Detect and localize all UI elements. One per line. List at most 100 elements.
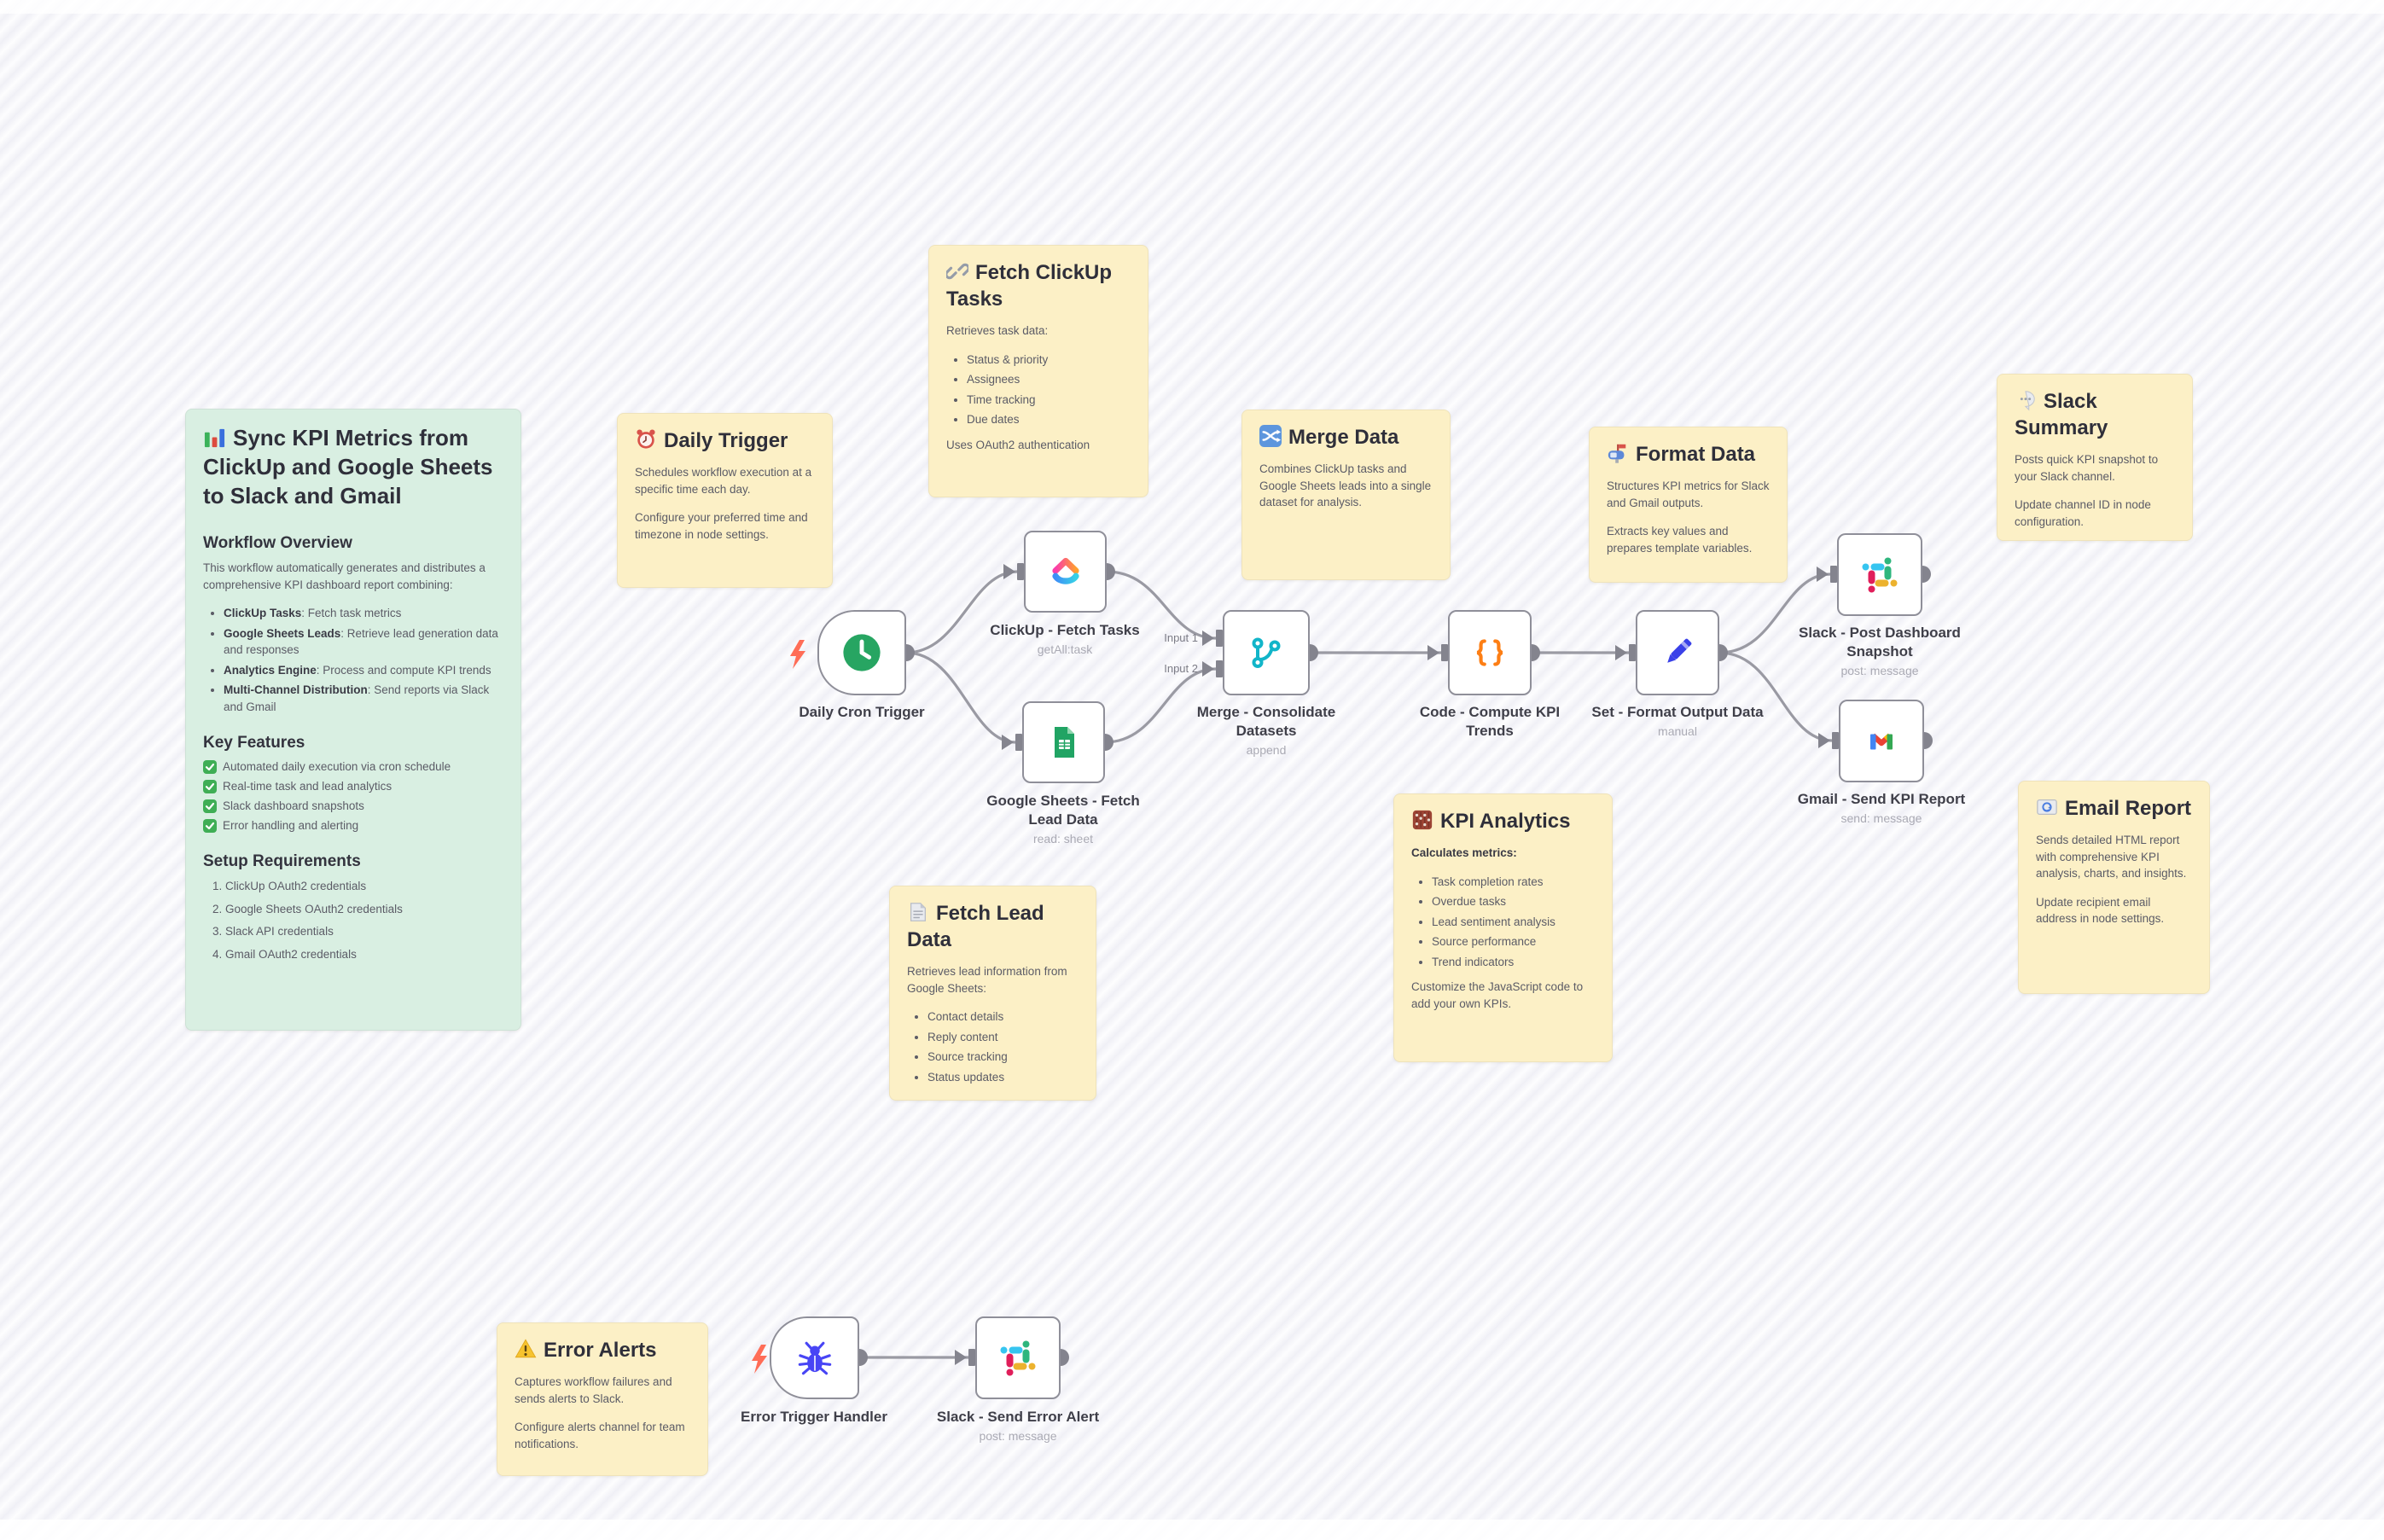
note-bullets: Task completion rates Overdue tasks Lead… (1411, 874, 1595, 971)
list-item: ClickUp OAuth2 credentials (225, 878, 503, 895)
slack-logo-icon (1000, 1340, 1036, 1375)
endpoint-in-code (1427, 644, 1448, 661)
merge-branch-icon (1252, 637, 1281, 668)
endpoint-in-set (1615, 644, 1636, 661)
lightning-bolt-icon (790, 640, 805, 669)
sticky-note-error-alerts[interactable]: Error Alerts Captures workflow failures … (497, 1322, 708, 1476)
node-subtitle: manual (1658, 724, 1697, 738)
endpoint-in-clickup (1003, 563, 1024, 580)
wire-cron-to-gsheets (905, 651, 1016, 744)
note-paragraph: Calculates metrics: (1411, 846, 1517, 859)
wire-cron-to-clickup (905, 570, 1018, 654)
key-features-list: Automated daily execution via cron sched… (203, 759, 503, 834)
node-label: Slack - Post Dashboard Snapshot (1799, 625, 1961, 660)
note-paragraph: Update channel ID in node configuration. (2015, 498, 2151, 528)
endpoint-in-slackerror (955, 1349, 975, 1366)
sticky-note-fetch-lead[interactable]: Fetch Lead Data Retrieves lead informati… (889, 886, 1096, 1101)
wire-gsheets-to-merge (1104, 667, 1217, 744)
node-daily-cron-trigger[interactable] (817, 610, 906, 695)
sticky-note-kpi-analytics[interactable]: KPI Analytics Calculates metrics: Task c… (1393, 793, 1613, 1062)
node-slack-send-error-alert[interactable] (975, 1316, 1061, 1399)
canvas-top-fade (0, 0, 2384, 14)
note-paragraph: Configure alerts channel for team notifi… (515, 1421, 685, 1450)
node-subtitle: read: sheet (1032, 832, 1094, 846)
clickup-logo-icon (1051, 557, 1079, 584)
google-sheets-icon (1054, 727, 1074, 758)
sticky-note-email-report[interactable]: Email Report Sends detailed HTML report … (2018, 781, 2210, 994)
note-paragraph: Sends detailed HTML report with comprehe… (2036, 834, 2187, 880)
node-code-compute-kpi-trends[interactable] (1448, 610, 1532, 695)
node-gmail-send-kpi-report[interactable] (1839, 700, 1924, 782)
endpoint-in-merge-1 (1202, 630, 1223, 647)
node-subtitle: send: message (1840, 811, 1922, 825)
node-label: Error Trigger Handler (741, 1409, 887, 1425)
note-title: Merge Data (1259, 424, 1433, 450)
wire-clickup-to-merge (1106, 570, 1217, 640)
input-endpoints[interactable] (955, 563, 1839, 1366)
node-set-format-output-data[interactable] (1636, 610, 1719, 695)
slack-logo-icon (1862, 557, 1898, 592)
node-subtitle: post: message (1840, 664, 1919, 677)
list-item: Google Sheets Leads: Retrieve lead gener… (224, 625, 503, 659)
note-paragraph: Structures KPI metrics for Slack and Gma… (1607, 479, 1770, 509)
node-google-sheets-fetch-lead-data[interactable] (1022, 701, 1105, 783)
code-braces-icon (1476, 639, 1503, 666)
green-check-icon (203, 819, 217, 833)
note-paragraph: Update recipient email address in node s… (2036, 895, 2165, 926)
list-item: Slack API credentials (225, 923, 503, 940)
node-label: Slack - Send Error Alert (936, 1409, 1100, 1425)
note-paragraph: Posts quick KPI snapshot to your Slack c… (2015, 453, 2159, 483)
schedule-clock-icon (843, 634, 881, 671)
sticky-note-overview[interactable]: Sync KPI Metrics from ClickUp and Google… (185, 409, 521, 1031)
note-title: Error Alerts (515, 1337, 690, 1363)
connection-wires[interactable] (859, 570, 1833, 1359)
node-slack-post-dashboard-snapshot[interactable] (1837, 533, 1922, 616)
note-title: Slack Summary (2015, 389, 2108, 439)
bug-icon (798, 1341, 831, 1374)
note-paragraph: Retrieves lead information from Google S… (907, 965, 1067, 995)
note-paragraph: Combines ClickUp tasks and Google Sheets… (1259, 462, 1432, 508)
note-paragraph: Schedules workflow execution at a specif… (635, 466, 812, 496)
list-item: Contact details (927, 1008, 1079, 1026)
list-item: Trend indicators (1432, 954, 1595, 971)
key-features-heading: Key Features (203, 734, 305, 752)
list-item: Source performance (1432, 933, 1595, 950)
sticky-note-fetch-clickup[interactable]: Fetch ClickUp Tasks Retrieves task data:… (928, 245, 1148, 497)
note-title: Daily Trigger (635, 427, 815, 454)
warning-icon (515, 1338, 537, 1360)
sticky-note-daily-trigger[interactable]: Daily Trigger Schedules workflow executi… (617, 413, 833, 588)
node-label: Merge - Consolidate Datasets (1196, 704, 1336, 739)
email-icon (2036, 796, 2058, 818)
endpoint-in-slackpost (1817, 566, 1837, 583)
merge-input2-label: Input 2 (1164, 662, 1198, 675)
node-merge-consolidate-datasets[interactable] (1223, 610, 1310, 695)
note-paragraph: Retrieves task data: (946, 324, 1049, 337)
speech-balloon-icon (2015, 389, 2037, 411)
node-subtitle: getAll:task (1037, 642, 1093, 656)
node-subtitle: post: message (979, 1429, 1057, 1443)
note-title: Fetch Lead Data (907, 902, 1044, 951)
overview-title: Sync KPI Metrics from ClickUp and Google… (203, 425, 493, 508)
list-item: Gmail OAuth2 credentials (225, 946, 503, 963)
list-item: Error handling and alerting (203, 818, 503, 834)
list-item: Overdue tasks (1432, 893, 1595, 910)
node-clickup-fetch-tasks[interactable] (1024, 531, 1107, 613)
sticky-note-merge-data[interactable]: Merge Data Combines ClickUp tasks and Go… (1241, 410, 1451, 580)
note-footer: Customize the JavaScript code to add you… (1411, 980, 1584, 1010)
gmail-logo-icon (1870, 733, 1893, 749)
merge-input1-label: Input 1 (1164, 631, 1198, 644)
list-item: Lead sentiment analysis (1432, 914, 1595, 931)
node-label: Set - Format Output Data (1591, 704, 1764, 720)
connection-labels: Input 1 Input 2 (1164, 631, 1198, 675)
note-bullets: Status & priority Assignees Time trackin… (946, 352, 1131, 428)
sticky-note-slack-summary[interactable]: Slack Summary Posts quick KPI snapshot t… (1997, 374, 2193, 541)
node-subtitle: append (1246, 743, 1287, 757)
sticky-note-format-data[interactable]: Format Data Structures KPI metrics for S… (1589, 427, 1788, 583)
green-check-icon (203, 760, 217, 774)
pencil-icon (1667, 638, 1692, 663)
note-paragraph: Extracts key values and prepares templat… (1607, 525, 1753, 555)
note-paragraph: Captures workflow failures and sends ale… (515, 1375, 672, 1405)
list-item: Reply content (927, 1029, 1079, 1046)
node-error-trigger-handler[interactable] (770, 1316, 859, 1399)
